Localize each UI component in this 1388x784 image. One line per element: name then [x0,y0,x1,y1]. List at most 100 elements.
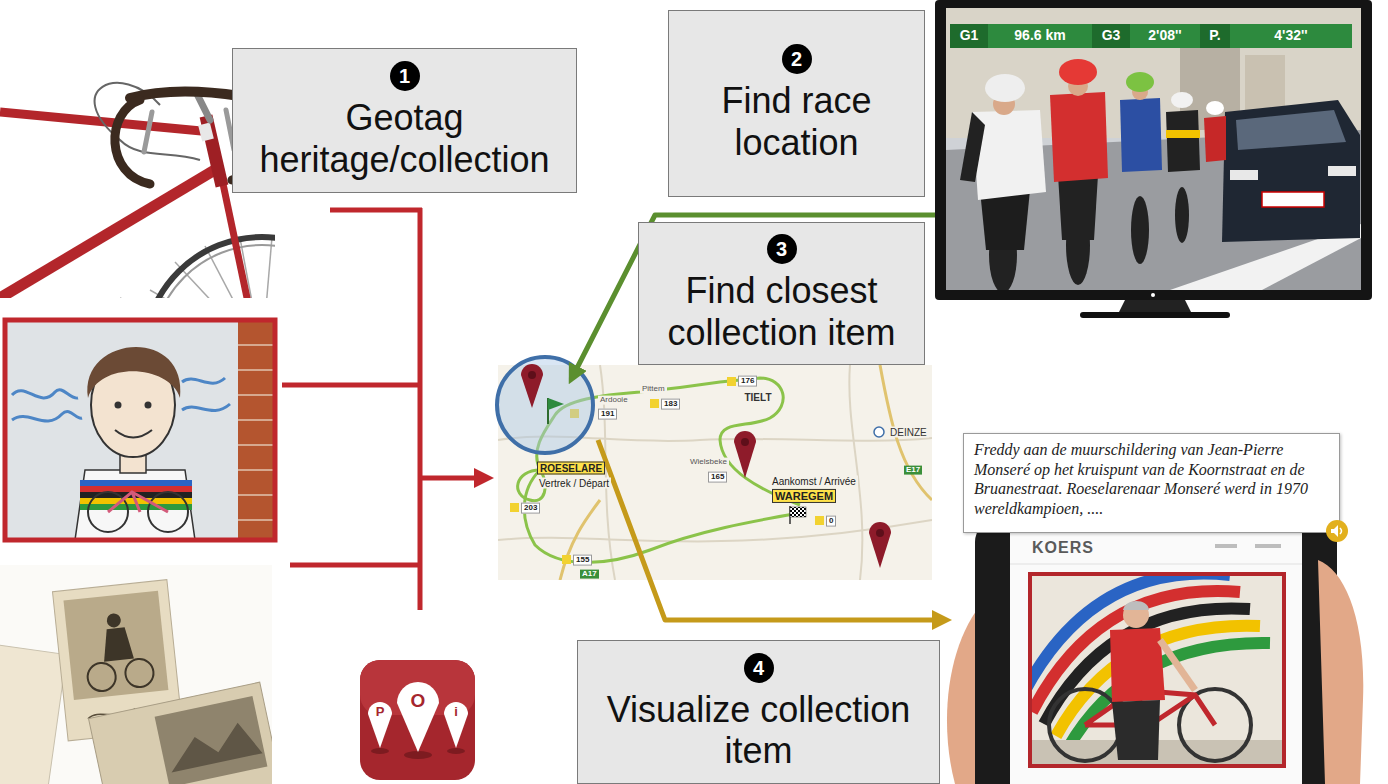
mural-photo-part-part [12,390,78,398]
tv-screen-part-part [1166,130,1200,138]
route-map-part-part [560,500,600,580]
mural-photo-part-part [80,480,192,486]
step-text: Geotag heritage/collection [243,97,566,180]
tv-screen-part-part [1166,110,1200,172]
mural-photo [5,320,278,540]
route-map-part-part [790,507,806,517]
postcards-photo-part-part [164,719,262,773]
route-map-part-part [880,365,932,500]
step-text: Visualize collection item [588,689,929,772]
caption-box: Freddy aan de muurschildering van Jean-P… [963,433,1340,533]
tablet-photo-part-part [1110,628,1165,702]
mural-photo-part-part [75,470,195,538]
step-box: 2Find race location [668,10,925,197]
tablet-photo [947,520,1363,784]
overlay-stat: 4'32'' [1274,28,1307,43]
mural-photo-part-part-part [238,394,273,396]
collection-bracket-part [330,208,422,213]
map-distance: 0 [826,516,836,527]
poi-app-icon-part [360,660,475,780]
speaker-icon [1326,520,1348,542]
postcards-photo-part [89,682,272,784]
poi-app-icon-part [368,702,392,748]
tv-screen-part-part [950,24,1352,48]
postcards-photo-part-part [124,658,155,689]
step-box: 3Find closest collection item [638,222,925,365]
postcards-photo-part-part [106,613,121,628]
route-map-part-part [650,399,659,408]
map-place: ROESELARE [537,462,605,475]
postcards-photo-part [0,645,67,784]
poi-letter: i [454,705,458,719]
tablet-photo-part [1030,574,1284,766]
bicycle-photo-part [144,112,152,152]
bicycle-photo-part-part [205,246,262,298]
mural-photo-part-part [182,404,230,410]
bicycle-photo-part [204,124,208,140]
overlay-stat: G3 [1102,28,1121,43]
tv-screen-part-part [950,24,988,48]
mural-photo-part-part [238,345,273,520]
postcards-photo-part-part [63,591,168,700]
mural-photo-part-part [148,492,188,532]
tablet-photo-part-part [1123,602,1149,628]
step-box: 1Geotag heritage/collection [232,48,577,193]
tablet-photo-part [1030,574,1284,766]
bicycle-photo-part [130,91,240,98]
step-box: 4Visualize collection item [577,640,940,784]
tablet-photo-part-part [1160,640,1195,690]
collection-bracket [282,208,478,610]
route-map-part [528,371,536,379]
map-place: TIELT [742,392,773,403]
tv-screen-part-part [1222,100,1360,242]
tv-screen-part-part [1328,166,1356,176]
mural-photo-part-part-part [238,369,273,371]
tablet-photo-part [1318,560,1363,784]
mural-photo-part [7,322,273,538]
postcards-photo-part-part [155,696,268,784]
overlay-stat: 2'08'' [1148,28,1181,43]
bicycle-photo-part [152,245,275,298]
tv-screen-part-part [1206,101,1224,115]
postcards-photo [0,565,272,784]
mural-photo-part-part [115,402,122,409]
mural-photo-part-part [108,492,168,512]
tv-screen-part-part [1175,187,1189,243]
map-distance: 155 [573,555,592,566]
mural-photo-part-part [87,347,180,398]
route-map-part-part [815,516,824,525]
map-place: Pittem [640,385,667,394]
map-note: Vertrek / Départ [537,478,611,489]
bicycle-photo-part [144,237,275,298]
route-map-part-part [869,522,891,568]
route-map-part [497,357,593,453]
mural-photo-part-part [145,402,152,409]
app-brand: KOERS [1032,539,1094,557]
tv-screen-part-part [1262,192,1324,207]
poi-app-icon-part [371,748,389,754]
tv-screen-part-part [1092,24,1130,48]
map-note: Aankomst / Arrivée [770,476,858,487]
poi-app-icon-part [404,751,432,759]
route-map-part-part [874,427,884,437]
tv-screen-part [1151,293,1155,297]
tv-screen-part-part [1050,92,1108,182]
road-number: A17 [580,570,599,579]
road-number: E17 [904,466,922,475]
tv-screen-part-part [960,112,985,182]
map-distance: 165 [708,472,727,483]
tablet-photo-part-part [1112,700,1160,760]
route-map-part-part [876,529,884,537]
tv-screen-part [946,8,1361,290]
tv-screen-part-part [946,8,1361,290]
map-distance: 176 [738,376,757,387]
speaker-icon [1331,525,1338,537]
tv-screen-part [1118,300,1192,314]
tv-screen-part-part [1058,175,1098,240]
mural-photo-part-part-part [238,419,273,421]
tablet-photo-part [975,520,1337,784]
step-number: 3 [767,234,797,264]
route-map-part [521,364,543,408]
tv-screen [935,0,1372,318]
mural-photo-part-part [80,486,192,492]
